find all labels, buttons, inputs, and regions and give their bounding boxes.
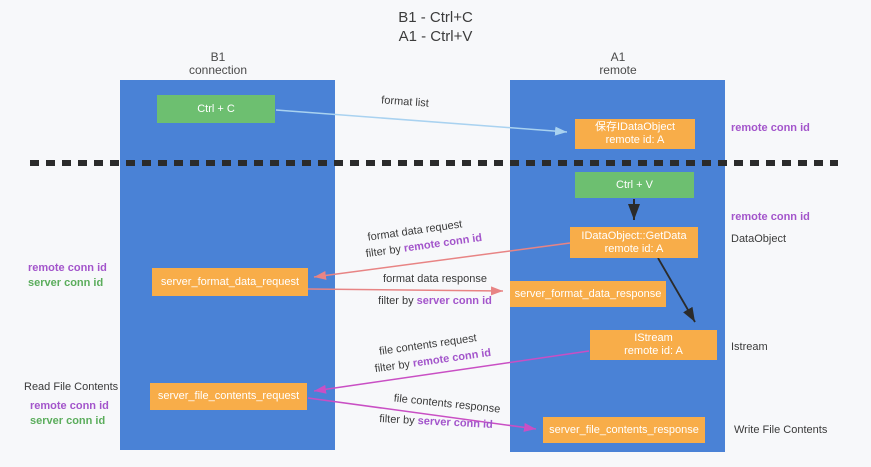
label-file-contents-request-filter-prefix: filter by <box>373 357 414 376</box>
node-server-format-data-request: server_format_data_request <box>152 268 308 296</box>
lifeline-a1-name: A1 <box>610 50 626 64</box>
label-remote-conn-id-right-mid: remote conn id <box>731 211 810 223</box>
node-server-format-data-response: server_format_data_response <box>510 281 666 307</box>
label-remote-conn-id-right-top: remote conn id <box>731 122 810 134</box>
lifeline-header-b1: B1 connection <box>118 51 318 77</box>
node-getdata-line1: IDataObject::GetData <box>581 229 687 242</box>
label-istream: Istream <box>731 341 768 353</box>
node-ctrl-v-label: Ctrl + V <box>616 178 653 191</box>
node-save-dataobject: 保存IDataObject remote id: A <box>575 119 695 149</box>
node-istream: IStream remote id: A <box>590 330 717 360</box>
label-format-list: format list <box>380 94 430 110</box>
label-format-data-response-filter: filter by server conn id <box>355 295 515 308</box>
node-getdata-line2: remote id: A <box>604 242 664 255</box>
node-server-file-contents-request-label: server_file_contents_request <box>157 390 300 402</box>
diagram-title-line2: A1 - Ctrl+V <box>398 28 473 45</box>
label-remote-conn-id-left-mid: remote conn id <box>28 262 107 274</box>
node-server-file-contents-response-label: server_file_contents_response <box>549 423 699 436</box>
node-istream-line1: IStream <box>634 332 673 344</box>
node-istream-line2: remote id: A <box>624 345 683 357</box>
label-format-data-request-filter-prefix: filter by <box>364 242 405 261</box>
label-format-data-response-filter-key: server conn id <box>416 295 492 307</box>
diagram-title: B1 - Ctrl+C A1 - Ctrl+V <box>0 8 871 46</box>
node-server-file-contents-request: server_file_contents_request <box>150 383 307 410</box>
node-getdata: IDataObject::GetData remote id: A <box>570 227 698 258</box>
diagram-title-line1: B1 - Ctrl+C <box>398 9 473 26</box>
label-read-file-contents: Read File Contents <box>24 381 119 393</box>
node-server-format-data-response-label: server_format_data_response <box>514 287 662 300</box>
label-server-conn-id-left-bottom: server conn id <box>30 415 106 427</box>
label-format-data-response-filter-prefix: filter by <box>378 295 417 307</box>
node-ctrl-c: Ctrl + C <box>157 95 275 123</box>
label-write-file-contents: Write File Contents <box>734 424 828 436</box>
lifeline-b1-name: B1 <box>210 50 226 64</box>
label-dataobject: DataObject <box>731 233 787 245</box>
lifeline-b1-role: connection <box>188 63 248 77</box>
node-ctrl-v: Ctrl + V <box>575 172 694 198</box>
node-server-format-data-request-label: server_format_data_request <box>160 275 300 288</box>
label-format-data-response: format data response <box>383 273 487 285</box>
lifeline-a1-role: remote <box>599 63 637 77</box>
node-save-dataobject-line1: 保存IDataObject <box>594 121 676 133</box>
node-server-file-contents-response: server_file_contents_response <box>543 417 705 443</box>
lifeline-header-a1: A1 remote <box>518 51 718 77</box>
node-ctrl-c-label: Ctrl + C <box>197 102 235 115</box>
label-server-conn-id-left-mid: server conn id <box>28 277 104 289</box>
label-remote-conn-id-left-bottom: remote conn id <box>30 400 109 412</box>
label-file-contents-response-filter-prefix: filter by <box>378 413 419 428</box>
arrow-format-data-response <box>307 286 504 296</box>
node-save-dataobject-line2: remote id: A <box>605 134 665 146</box>
label-file-contents-response-filter-key: server conn id <box>417 415 494 431</box>
